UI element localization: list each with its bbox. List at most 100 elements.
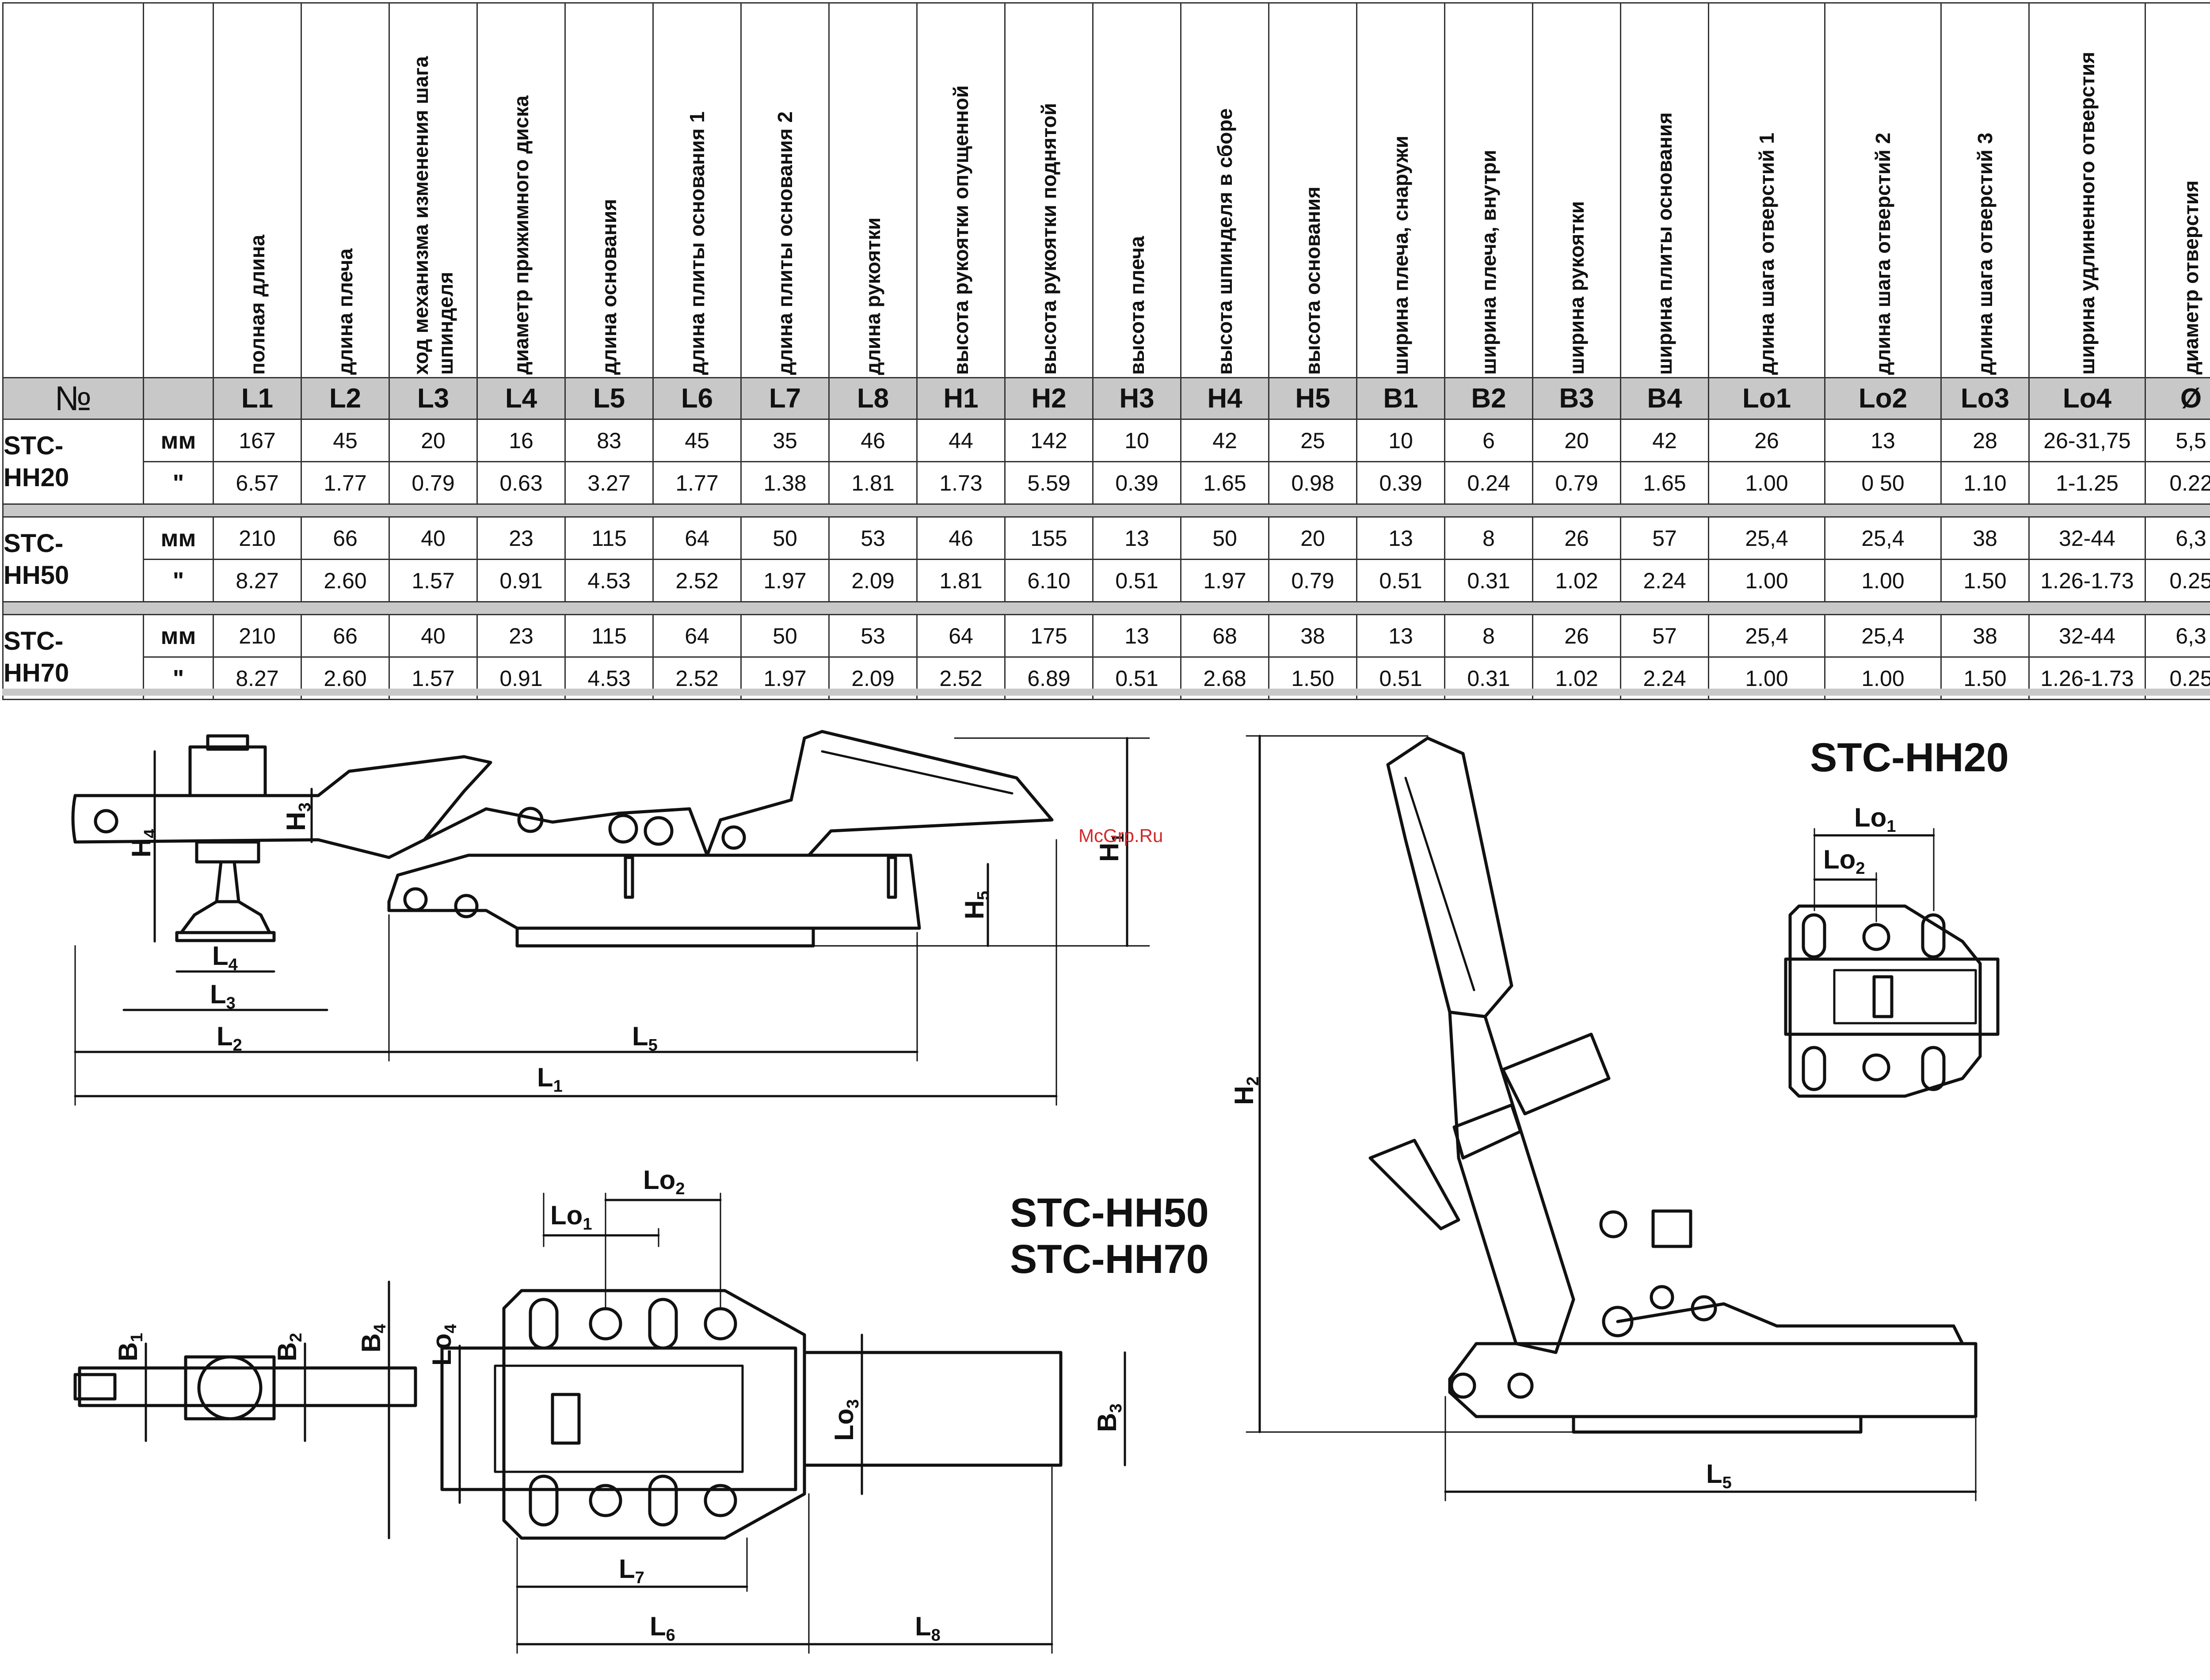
dim-lines-top-view	[145, 1192, 1126, 1654]
value-cell: 66	[301, 516, 390, 560]
header-code-15: B3	[1532, 377, 1621, 420]
value-cell: 25,4	[1824, 516, 1942, 560]
label-h2: H2	[1229, 1077, 1262, 1105]
label-h4: H4	[126, 829, 160, 857]
value-cell: 32-44	[2028, 516, 2146, 560]
value-cell: 1.00	[1708, 461, 1825, 505]
link-pivot-4	[721, 825, 746, 850]
value-cell: 32-44	[2028, 614, 2146, 658]
label-lo1-hh20: Lo1	[1854, 803, 1896, 836]
value-cell: 175	[1004, 614, 1094, 658]
value-cell: 64	[652, 614, 742, 658]
value-cell: 50	[740, 614, 830, 658]
header-code-5: L6	[652, 377, 742, 420]
value-cell: 45	[652, 419, 742, 462]
raised-spindle	[1452, 1103, 1522, 1160]
hh20-slot-3	[1802, 1046, 1826, 1091]
header-code-8: H1	[916, 377, 1006, 420]
hh20-hole-2	[1862, 1053, 1890, 1082]
value-cell: 1.73	[916, 461, 1006, 505]
header-desc-text: ширина рукоятки	[1565, 201, 1588, 375]
header-code-3: L4	[476, 377, 566, 420]
value-cell: 26	[1708, 419, 1825, 462]
header-code-11: H4	[1180, 377, 1269, 420]
value-cell: 64	[916, 614, 1006, 658]
value-cell: 4.53	[564, 559, 654, 602]
value-cell: 5.59	[1004, 461, 1094, 505]
value-cell: 50	[1180, 516, 1269, 560]
header-desc-1: длина плеча	[301, 2, 390, 378]
value-cell: 6,3	[2145, 516, 2210, 560]
header-desc-text: длина основания	[598, 199, 621, 375]
label-h5: H5	[960, 891, 993, 919]
stop-pin-right	[887, 856, 897, 899]
header-code-4: L5	[564, 377, 654, 420]
label-l8: L8	[915, 1611, 941, 1645]
header-blank-model	[2, 2, 144, 378]
value-cell: 64	[652, 516, 742, 560]
value-cell: 53	[828, 614, 918, 658]
label-l3: L3	[210, 979, 236, 1013]
value-cell: 0.24	[1444, 461, 1533, 505]
header-code-12: H5	[1268, 377, 1357, 420]
number-symbol: №	[2, 377, 144, 420]
header-code-7: L8	[828, 377, 918, 420]
raised-handle-grip	[1404, 777, 1475, 991]
value-cell: 45	[301, 419, 390, 462]
value-cell: 155	[1004, 516, 1094, 560]
separator-row	[2, 503, 2210, 518]
header-desc-text: диаметр отверстия	[2180, 180, 2202, 375]
header-desc-text: высота шпинделя в сборе	[1213, 108, 1236, 375]
value-cell: 0.51	[1356, 559, 1445, 602]
value-cell: 1.65	[1180, 461, 1269, 505]
handle-top-view	[803, 1351, 1063, 1467]
raised-link	[1616, 1302, 1964, 1345]
stop-pin-left	[624, 856, 634, 899]
value-cell: 50	[740, 516, 830, 560]
label-l1: L1	[537, 1063, 563, 1096]
slot-hole-4	[648, 1474, 678, 1527]
header-desc-9: высота рукоятки поднятой	[1004, 2, 1094, 378]
value-cell: 6.57	[213, 461, 302, 505]
slot-hole-1	[529, 1298, 559, 1350]
pressure-disc	[179, 900, 271, 934]
header-desc-19: длина шага отверстий 3	[1940, 2, 2030, 378]
label-l2: L2	[217, 1021, 242, 1055]
header-code-10: H3	[1092, 377, 1181, 420]
value-cell: 2.09	[828, 559, 918, 602]
hh20-slot-2	[1921, 913, 1946, 959]
header-desc-13: ширина плеча, снаружи	[1356, 2, 1445, 378]
header-desc-2: ход механизма изменения шага шпинделя	[389, 2, 478, 378]
separator-cell	[2, 503, 2210, 518]
hole-2	[704, 1307, 737, 1341]
value-cell: 1.26-1.73	[2028, 559, 2146, 602]
value-cell: 13	[1356, 614, 1445, 658]
label-b3: B3	[1092, 1404, 1125, 1432]
value-cell: 44	[916, 419, 1006, 462]
label-h3: H3	[281, 803, 314, 831]
value-cell: 1.77	[301, 461, 390, 505]
raised-pivot-1	[1599, 1210, 1627, 1238]
header-code-6: L7	[740, 377, 830, 420]
value-cell: 20	[1268, 516, 1357, 560]
dim-lines-raised	[1246, 735, 1977, 1501]
model-name: STC- HH70	[2, 614, 144, 700]
arm-pivot-hole	[94, 809, 118, 834]
header-code-21: Ø	[2145, 377, 2210, 420]
title-hh70: STC-HH70	[1010, 1237, 1209, 1282]
value-cell: 26-31,75	[2028, 419, 2146, 462]
header-desc-10: высота плеча	[1092, 2, 1181, 378]
value-cell: 23	[476, 516, 566, 560]
value-cell: 0.79	[389, 461, 478, 505]
value-cell: 0.39	[1092, 461, 1181, 505]
value-cell: 38	[1940, 516, 2030, 560]
value-cell: 0.31	[1444, 559, 1533, 602]
handle-grip-line	[821, 750, 1014, 795]
value-cell: 13	[1092, 614, 1181, 658]
value-cell: 8.27	[213, 559, 302, 602]
value-cell: 1.00	[1824, 559, 1942, 602]
header-unit-blank	[143, 377, 214, 420]
value-cell: 6.10	[1004, 559, 1094, 602]
header-desc-text: высота рукоятки опущенной	[949, 85, 972, 375]
